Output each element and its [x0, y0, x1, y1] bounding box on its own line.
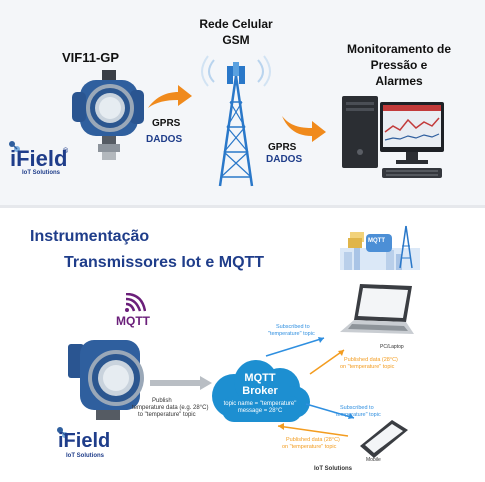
ifield-logo-tm: ® [63, 148, 69, 155]
laptop-icon [340, 284, 414, 334]
mqtt-logo-text: MQTT [116, 314, 150, 328]
link1-protocol-label: GPRS [152, 118, 181, 129]
published-pc-arrow-icon [309, 349, 345, 375]
broker-message-text: message = 28°C [237, 408, 283, 414]
desktop-computer-icon [342, 96, 444, 178]
mqtt-badge-text: MQTT [368, 238, 385, 244]
published-pc-line2: on "temperature" topic [340, 364, 395, 370]
broker-title-line2: Broker [242, 385, 278, 397]
mqtt-signal-logo-icon [125, 293, 146, 312]
network-title-line1: Rede Celular [199, 17, 273, 31]
section-title-line1: Instrumentação [30, 228, 150, 245]
device-label: VIF11-GP [62, 50, 120, 65]
mqtt-broker-cloud-icon [212, 360, 310, 422]
mobile-phone-icon [360, 420, 408, 458]
monitor-title-line1: Monitoramento de [347, 42, 451, 56]
arrow-right-icon [282, 116, 326, 142]
subscribe-pc-line2: "temperature" topic [268, 331, 315, 337]
ifield-logo-subtitle: IoT Solutions [66, 453, 104, 459]
link2-data-label: DADOS [266, 154, 303, 165]
ifield-logo-mark-icon [57, 427, 68, 438]
subscribe-mobile-line1: Subscribed to [340, 405, 374, 411]
published-pc-line1: Published data (28°C) [344, 357, 398, 363]
published-mobile-arrow-icon [277, 423, 349, 437]
ifield-logo-subtitle: IoT Solutions [22, 170, 60, 176]
monitor-title-line2: Pressão e [370, 58, 428, 72]
broker-topic-text: topic name = "temperature" [223, 401, 297, 407]
mobile-label: Mobile [366, 457, 381, 463]
ifield-logo-text: iField [10, 146, 68, 171]
publish-label-line3: to "temperature" topic [138, 412, 196, 418]
subscribe-mobile-arrow-icon [305, 403, 355, 419]
arrow-right-icon [148, 85, 192, 108]
footer-cut-text: IoT Solutions [314, 466, 352, 472]
subscribe-pc-line1: Subscribed to [276, 324, 310, 330]
subscribe-mobile-line2: "temperature" topic [334, 412, 381, 418]
pressure-transmitter-icon [72, 70, 144, 160]
ifield-logo-text: iField [58, 430, 111, 452]
pressure-transmitter-icon [68, 340, 144, 420]
section-title-line2: Transmissores Iot e MQTT [64, 254, 265, 271]
broker-title-line1: MQTT [244, 372, 276, 384]
mqtt-city-illustration-icon [340, 225, 420, 270]
link2-protocol-label: GPRS [268, 142, 297, 153]
published-mobile-line2: on "temperature" topic [282, 444, 337, 450]
network-title-line2: GSM [222, 33, 250, 47]
published-mobile-line1: Published data (28°C) [286, 437, 340, 443]
cell-tower-icon [201, 55, 271, 187]
publish-label-line1: Publish [152, 398, 172, 404]
link1-data-label: DADOS [146, 134, 183, 145]
subscribe-pc-arrow-icon [265, 337, 325, 357]
ifield-logo-mark-icon [9, 141, 20, 152]
pc-label: PC/Laptop [380, 344, 404, 350]
publish-label-line2: temperature data (e.g. 28°C) [132, 405, 209, 411]
section-divider [0, 205, 485, 208]
monitor-title-line3: Alarmes [375, 74, 423, 88]
publish-arrow-icon [150, 376, 212, 390]
